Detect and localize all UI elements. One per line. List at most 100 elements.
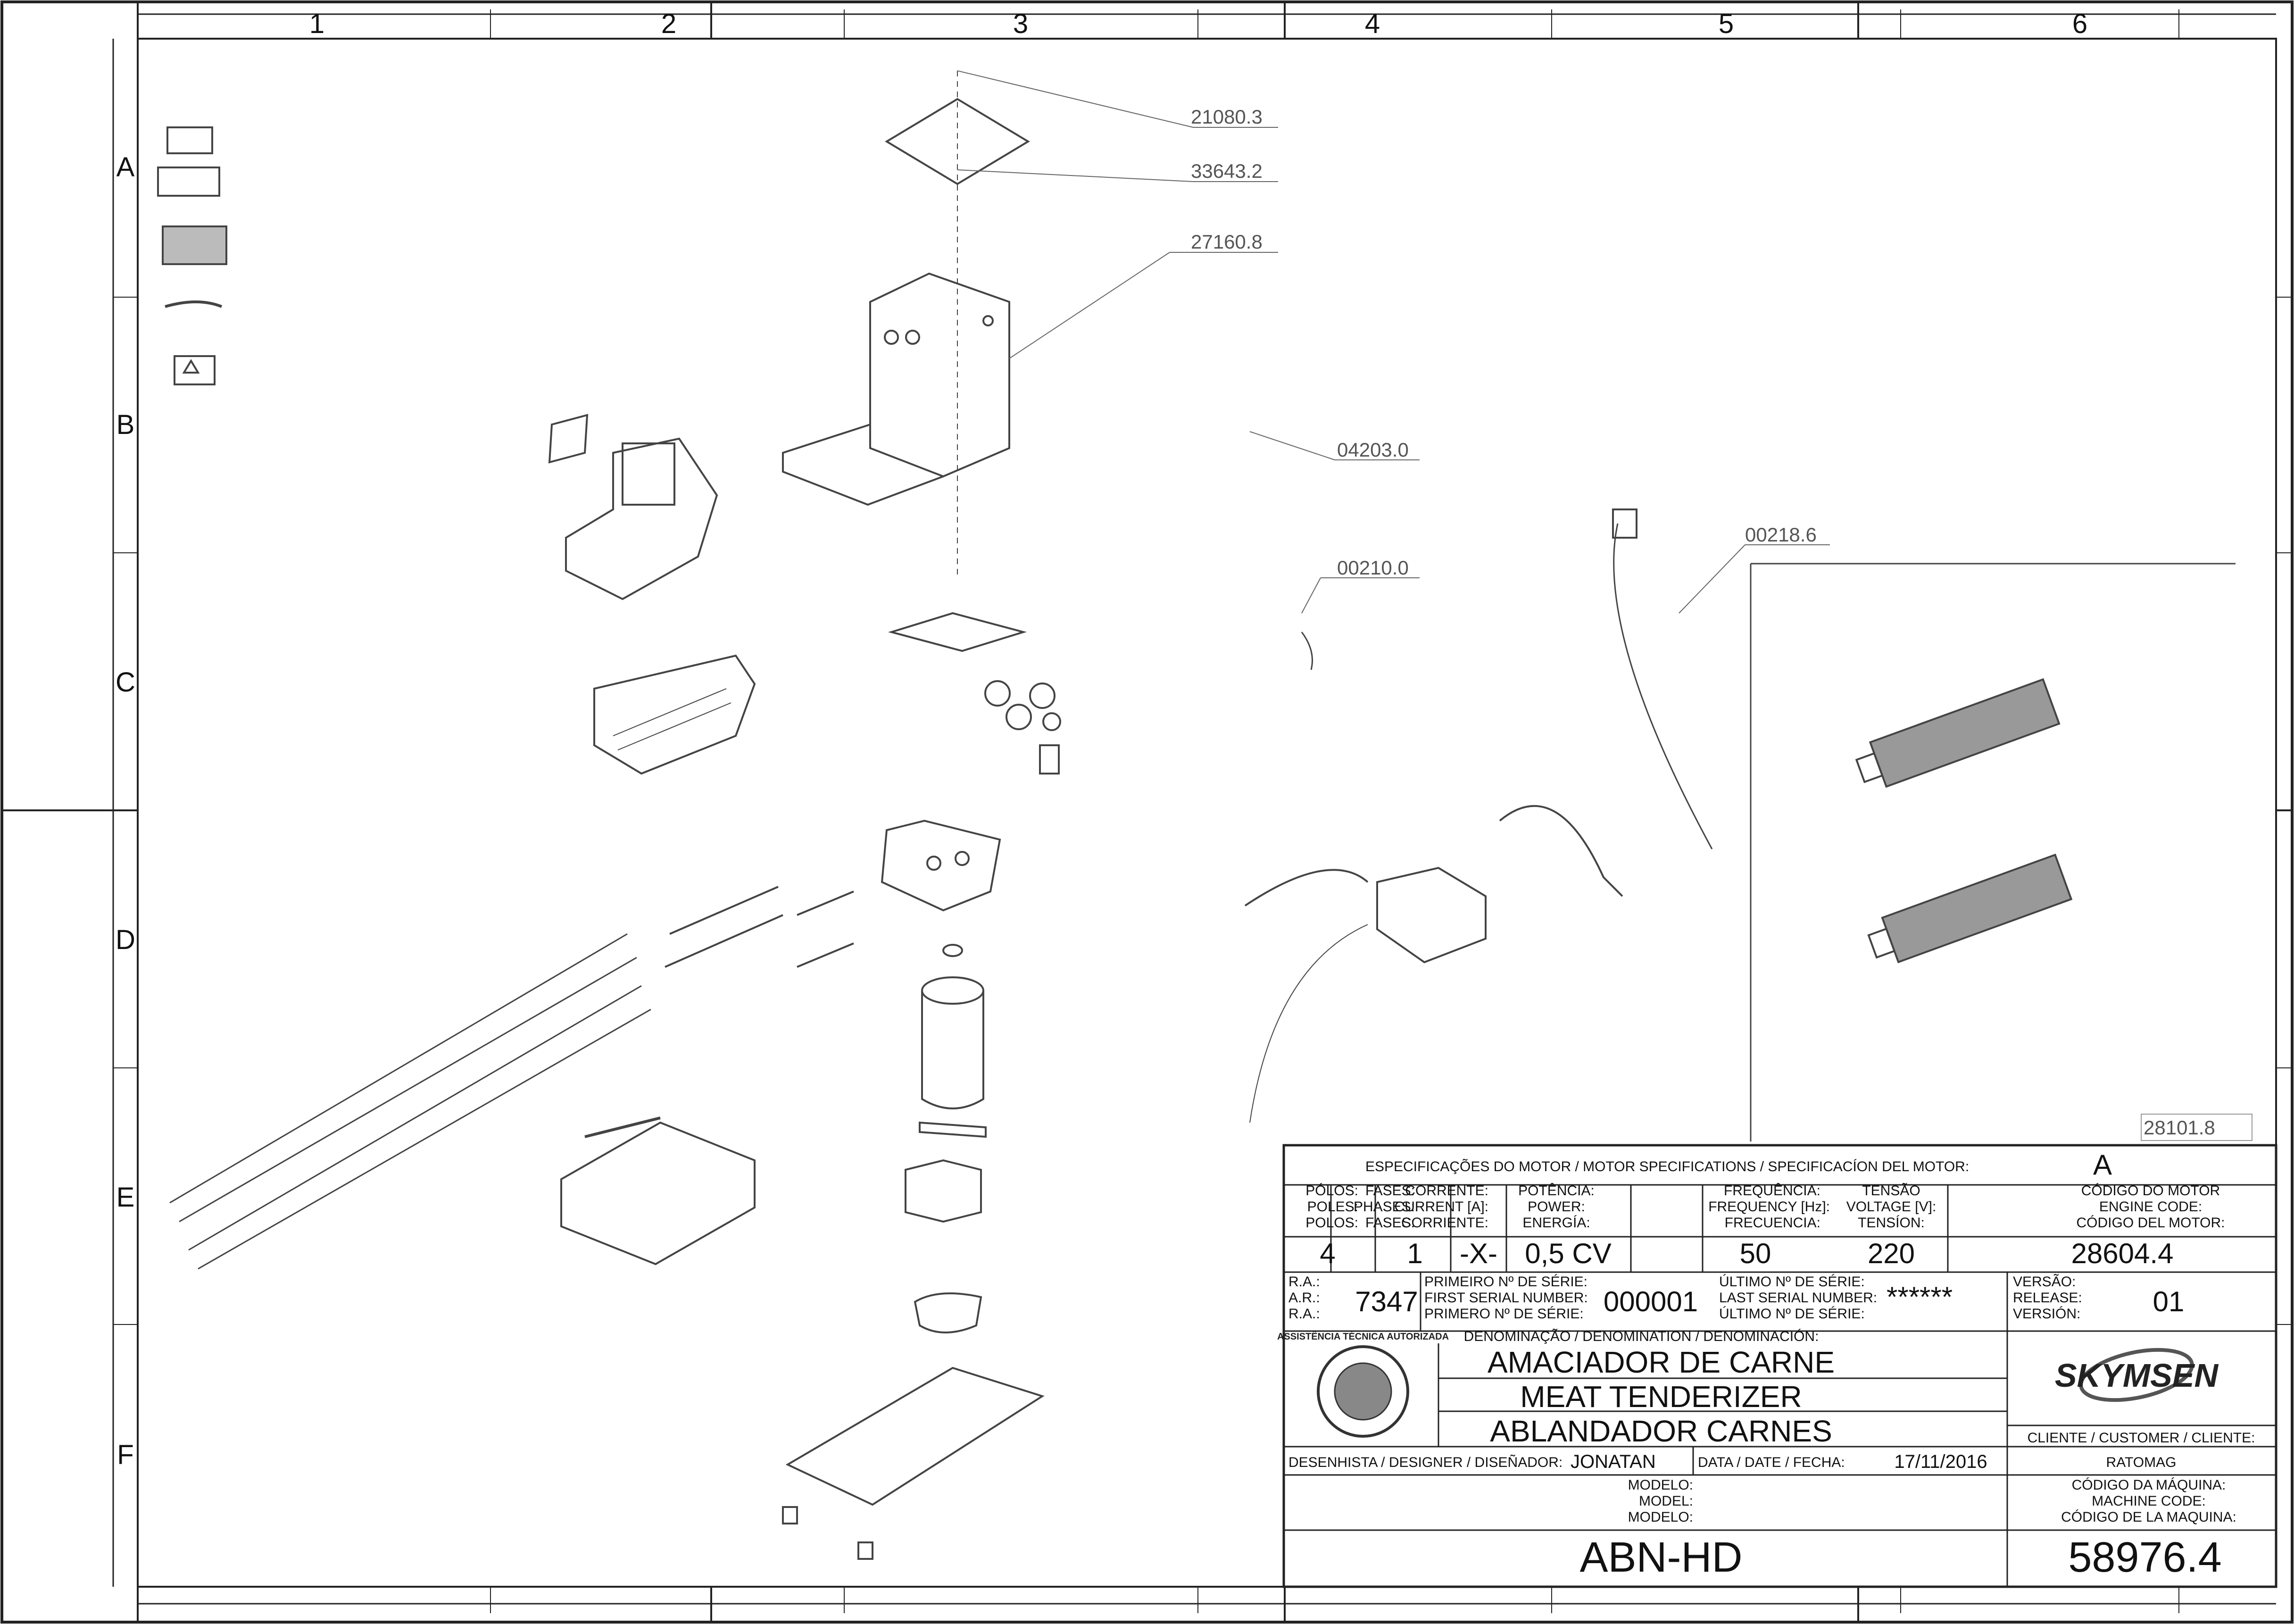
column-label-2: 2 — [661, 8, 676, 39]
date-label: DATA / DATE / FECHA: — [1698, 1455, 1845, 1470]
voltage-value: 220 — [1868, 1238, 1915, 1269]
blade-cradle — [560, 1116, 756, 1266]
machine-code-value: 58976.4 — [2068, 1534, 2221, 1581]
power-label-pt: POTÊNCIA: — [1518, 1183, 1595, 1199]
power-value: 0,5 CV — [1525, 1238, 1611, 1269]
ra-label-2: A.R.: — [1288, 1290, 1320, 1306]
serial-numbers: R.A.: A.R.: R.A.: 7347 PRIMEIRO Nº DE SÉ… — [1288, 1274, 2184, 1322]
version-label-es: VERSIÓN: — [2013, 1306, 2080, 1322]
last-serial-value: ****** — [1887, 1281, 1953, 1313]
first-serial-label-pt: PRIMEIRO Nº DE SÉRIE: — [1424, 1274, 1588, 1290]
callout-numbers: 21080.3 33643.2 27160.8 04203.0 00210.0 … — [1191, 106, 2215, 1139]
engine-code-label-pt: CÓDIGO DO MOTOR — [2081, 1183, 2220, 1199]
gearbox-plate — [881, 612, 1061, 912]
brand-logo: SKYMSEN — [2055, 1348, 2219, 1402]
column-label-4: 4 — [1365, 8, 1380, 39]
model-label-en: MODEL: — [1639, 1493, 1693, 1509]
ra-label-3: R.A.: — [1288, 1306, 1320, 1322]
frequency-value: 50 — [1740, 1238, 1771, 1269]
poles-label-es: POLOS: — [1305, 1215, 1358, 1231]
authorized-service-seal: ASSISTÊNCIA TÉCNICA AUTORIZADA — [1277, 1331, 1449, 1438]
callout-00210-0: 00210.0 — [1337, 557, 1409, 579]
version-label-pt: VERSÃO: — [2013, 1274, 2076, 1290]
parts-drawing — [157, 70, 2236, 1560]
frequency-label-en: FREQUENCY [Hz]: — [1708, 1199, 1830, 1215]
phases-label-pt: FASES: — [1365, 1183, 1415, 1199]
motor — [919, 944, 987, 1138]
voltage-label-pt: TENSÃO — [1862, 1183, 1920, 1199]
callout-33643-2: 33643.2 — [1191, 160, 1263, 182]
denomination-pt: AMACIADOR DE CARNE — [1488, 1345, 1835, 1379]
current-value: -X- — [1460, 1238, 1497, 1269]
callout-28101-8: 28101.8 — [2144, 1116, 2215, 1139]
current-label-es: CORRIENTE: — [1401, 1215, 1488, 1231]
blade-stack-upper — [169, 933, 637, 1223]
version-label-en: RELEASE: — [2013, 1290, 2082, 1306]
base-bracket-and-bowl — [782, 1159, 1045, 1560]
row-label-e: E — [116, 1182, 135, 1213]
row-label-d: D — [116, 924, 135, 955]
machine-code-label-en: MACHINE CODE: — [2092, 1493, 2206, 1509]
poles-label-en: POLES: — [1307, 1199, 1358, 1215]
blade-stack-lower — [188, 985, 651, 1270]
callout-28101-8-box — [2141, 1114, 2252, 1141]
title-block: ESPECIFICAÇÕES DO MOTOR / MOTOR SPECIFIC… — [1277, 1144, 2277, 1588]
motor-specs-heading: ESPECIFICAÇÕES DO MOTOR / MOTOR SPECIFIC… — [1365, 1158, 1969, 1174]
machine-code-label-es: CÓDIGO DE LA MAQUINA: — [2061, 1509, 2236, 1525]
revision-letter: A — [2093, 1149, 2112, 1181]
column-label-6: 6 — [2072, 8, 2087, 39]
customer-label: CLIENTE / CUSTOMER / CLIENTE: — [2028, 1430, 2255, 1446]
row-label-b: B — [116, 409, 135, 440]
row-label-a: A — [116, 152, 135, 183]
last-serial-label-pt: ÚLTIMO Nº DE SÉRIE: — [1719, 1274, 1865, 1290]
first-serial-label-en: FIRST SERIAL NUMBER: — [1424, 1290, 1588, 1306]
column-label-3: 3 — [1013, 8, 1028, 39]
denomination-es: ABLANDADOR CARNES — [1490, 1414, 1832, 1448]
engine-code-label-es: CÓDIGO DEL MOTOR: — [2076, 1215, 2225, 1231]
current-label-pt: CORRENTE: — [1405, 1183, 1488, 1199]
date-value: 17/11/2016 — [1894, 1451, 1987, 1472]
roller-detail-view — [1750, 563, 2236, 1141]
brand-wordmark: SKYMSEN — [2055, 1357, 2219, 1394]
label-decals — [157, 126, 227, 385]
poles-value: 4 — [1320, 1238, 1335, 1269]
phases-label-es: FASES: — [1365, 1215, 1415, 1231]
frequency-label-es: FRECUENCIA: — [1725, 1215, 1820, 1231]
callout-21080-3: 21080.3 — [1191, 106, 1263, 128]
denomination-en: MEAT TENDERIZER — [1520, 1380, 1802, 1414]
spindle-shafts — [665, 886, 854, 968]
feed-chute-guard — [548, 414, 718, 600]
column-labels: 1 2 3 4 5 6 — [309, 8, 2087, 39]
voltage-label-es: TENSÍON: — [1858, 1215, 1925, 1231]
last-serial-label-es: ÚLTIMO Nº DE SÉRIE: — [1719, 1306, 1865, 1322]
power-label-es: ENERGÍA: — [1522, 1215, 1590, 1231]
designer-name: JONATAN — [1571, 1451, 1656, 1472]
column-label-1: 1 — [309, 8, 324, 39]
column-label-5: 5 — [1719, 8, 1734, 39]
motor-spec-headers: PÓLOS: POLES: POLOS: FASES: PHASES: FASE… — [1305, 1183, 2225, 1231]
first-serial-label-es: PRIMERO Nº DE SÉRIE: — [1424, 1306, 1584, 1322]
row-labels: A B C D E F — [116, 152, 135, 1470]
voltage-label-en: VOLTAGE [V]: — [1846, 1199, 1937, 1215]
title-block-lines — [1282, 1144, 2277, 1588]
model-value: ABN-HD — [1579, 1534, 1742, 1581]
version-value: 01 — [2153, 1286, 2185, 1317]
denomination-label: DENOMINAÇÃO / DENOMINATION / DENOMINACIÓ… — [1464, 1328, 1819, 1344]
callout-27160-8: 27160.8 — [1191, 231, 1263, 253]
last-serial-label-en: LAST SERIAL NUMBER: — [1719, 1290, 1877, 1306]
first-serial-value: 000001 — [1604, 1286, 1698, 1317]
row-label-f: F — [117, 1440, 133, 1470]
phases-label-en: PHASES: — [1354, 1199, 1415, 1215]
poles-label-pt: PÓLOS: — [1305, 1183, 1358, 1199]
frequency-label-pt: FREQUÊNCIA: — [1724, 1183, 1820, 1199]
row-label-c: C — [116, 667, 135, 698]
designer-label: DESENHISTA / DESIGNER / DISEÑADOR: — [1288, 1454, 1563, 1470]
callout-04203-0: 04203.0 — [1337, 439, 1409, 461]
engine-code-value: 28604.4 — [2071, 1238, 2174, 1269]
machine-code-label-pt: CÓDIGO DA MÁQUINA: — [2072, 1477, 2226, 1493]
callout-leaders — [957, 70, 1830, 614]
engine-code-label-en: ENGINE CODE: — [2099, 1199, 2202, 1215]
ra-label-1: R.A.: — [1288, 1274, 1320, 1290]
model-label-es: MODELO: — [1628, 1509, 1693, 1525]
